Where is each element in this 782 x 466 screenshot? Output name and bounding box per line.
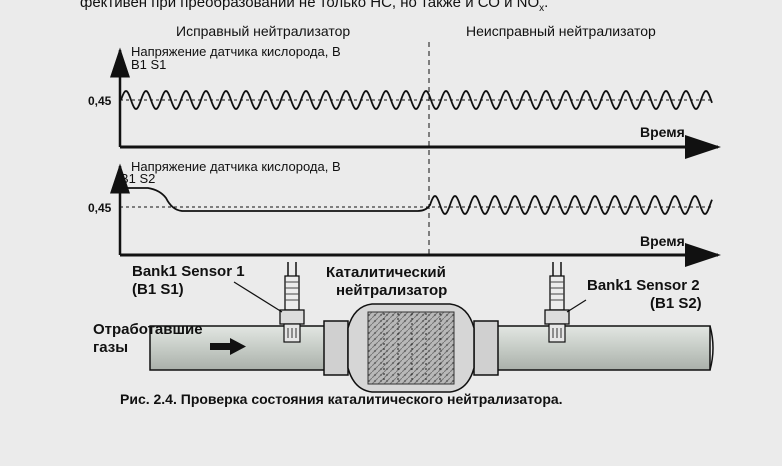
- pipe-end: [709, 325, 714, 371]
- sensor2-wires: [552, 262, 562, 276]
- sensor2-label-line1: Bank1 Sensor 2: [587, 277, 700, 294]
- sensor1-body: [284, 275, 300, 311]
- sensor1-nut: [279, 309, 305, 325]
- oxygen-sensor-1: [279, 262, 305, 343]
- converter-flange-left: [323, 320, 349, 376]
- catalyst-label-line1: Каталитический: [326, 264, 446, 281]
- panel-right-title: Неисправный нейтрализатор: [466, 23, 656, 39]
- graph-b1s2: Напряжение датчика кислорода, В B1 S2 0,…: [88, 159, 721, 267]
- panel-left-title: Исправный нейтрализатор: [176, 23, 350, 39]
- graph1-x-label: Время: [640, 124, 685, 140]
- sensor2-body: [549, 275, 565, 311]
- sensor2-leader: [566, 299, 587, 313]
- catalytic-converter: [323, 303, 499, 393]
- converter-core: [367, 311, 455, 385]
- graph2-x-label: Время: [640, 233, 685, 249]
- sensor1-leader: [233, 281, 283, 313]
- top-text: фективен при преобразовании не только НС…: [80, 0, 548, 14]
- exhaust-system: [149, 262, 714, 393]
- sensor2-label-line2: (B1 S2): [650, 295, 702, 312]
- exhaust-label-line2: газы: [93, 339, 128, 356]
- exhaust-flow-arrow: [210, 338, 246, 355]
- sensor1-label-line2: (B1 S1): [132, 281, 184, 298]
- sensor1-label-line1: Bank1 Sensor 1: [132, 263, 245, 280]
- graph2-ytick: 0,45: [88, 201, 112, 215]
- figure-caption: Рис. 2.4. Проверка состояния каталитичес…: [120, 391, 563, 407]
- sensor1-wires: [287, 262, 297, 276]
- graph2-y-label: Напряжение датчика кислорода, В: [131, 159, 341, 174]
- sensor2-nut: [544, 309, 570, 325]
- graph1-ytick: 0,45: [88, 94, 112, 108]
- converter-flange-right: [473, 320, 499, 376]
- exhaust-label-line1: Отработавшие: [93, 321, 203, 338]
- graph1-sensor-label: B1 S1: [131, 57, 166, 72]
- catalyst-label-line2: нейтрализатор: [336, 282, 447, 299]
- graph2-sensor-label: B1 S2: [120, 171, 155, 186]
- graph1-y-label: Напряжение датчика кислорода, В: [131, 44, 341, 59]
- graph2-signal: [121, 187, 713, 215]
- oxygen-sensor-2: [544, 262, 570, 343]
- graph-b1s1: Напряжение датчика кислорода, В B1 S1 0,…: [88, 44, 721, 159]
- graph1-signal: [120, 90, 713, 110]
